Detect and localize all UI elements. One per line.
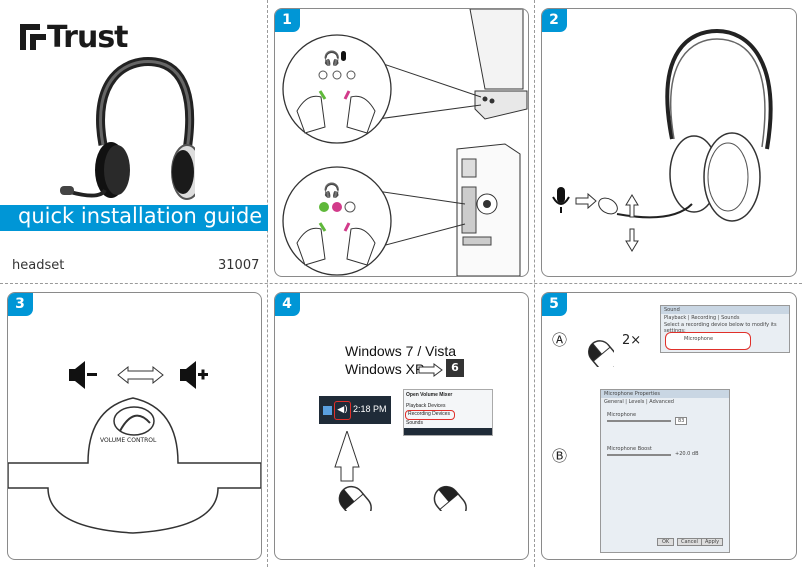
step-5-panel: 5 Ⓐ Ⓑ 2× Sound Playback | Recording | So… xyxy=(541,292,797,560)
step-4-panel: 4 Windows 7 / Vista Windows XP 6 ◀) 2:18… xyxy=(274,292,529,560)
network-icon xyxy=(323,406,332,415)
dialog-tabs: Playback | Recording | Sounds xyxy=(664,315,740,321)
headset-product-image xyxy=(60,57,195,200)
step-number: 3 xyxy=(8,293,33,316)
microphone-icon xyxy=(552,187,570,213)
menu-item[interactable]: Playback Devices xyxy=(406,403,446,409)
svg-text:🎧: 🎧 xyxy=(323,50,340,67)
volume-down-icon xyxy=(69,361,97,389)
step-ref-badge: 6 xyxy=(446,359,464,377)
step-b-label: Ⓑ xyxy=(552,447,568,465)
step-number: 5 xyxy=(542,293,567,316)
speaker-icon[interactable]: ◀) xyxy=(334,401,351,420)
menu-item[interactable]: Sounds xyxy=(406,420,423,426)
product-code: 31007 xyxy=(218,258,260,273)
fold-line-horizontal xyxy=(0,283,802,284)
level-value: 83 xyxy=(675,417,688,425)
os-label-win7: Windows 7 / Vista xyxy=(345,343,457,359)
step-number: 1 xyxy=(275,9,300,32)
product-name: headset xyxy=(12,258,65,273)
guide-title: quick installation guide xyxy=(18,204,263,228)
step-number: 2 xyxy=(542,9,567,32)
menu-item-recording[interactable]: Recording Devices xyxy=(408,411,450,417)
step-number: 4 xyxy=(275,293,300,316)
menu-item[interactable]: Open Volume Mixer xyxy=(406,392,453,398)
microphone-device-row[interactable]: Microphone xyxy=(665,332,751,350)
volume-control-illustration xyxy=(8,361,261,534)
apply-button[interactable]: Apply xyxy=(701,538,724,546)
tray-clock: 2:18 PM xyxy=(353,404,387,414)
volume-control-label: VOLUME CONTROL xyxy=(100,437,157,444)
step-3-panel: 3 VOLUME CONTROL xyxy=(7,292,262,560)
os-label-xp: Windows XP xyxy=(345,361,425,377)
step-2-panel: 2 xyxy=(541,8,797,277)
double-click-label: 2× xyxy=(622,333,642,348)
sound-dialog-thumbnail: Sound Playback | Recording | Sounds Sele… xyxy=(660,305,790,353)
taskbar-tray: ◀) 2:18 PM xyxy=(319,396,391,424)
trust-logo: Trust xyxy=(20,20,129,55)
step-a-label: Ⓐ xyxy=(552,331,568,349)
boost-value: +20.0 dB xyxy=(675,451,699,457)
step-1-panel: 1 🎧 🎧 xyxy=(274,8,529,277)
dialog-tabs: General | Levels | Advanced xyxy=(604,399,674,405)
mouse-icon xyxy=(588,340,614,367)
boost-label: Microphone Boost xyxy=(607,446,652,452)
tray-context-menu: Open Volume Mixer Playback Devices Recor… xyxy=(403,389,493,436)
connect-jacks-illustration: 🎧 🎧 xyxy=(282,9,528,276)
adjust-microphone-illustration xyxy=(552,28,773,252)
ok-button[interactable]: OK xyxy=(657,538,675,546)
svg-text:🎧: 🎧 xyxy=(323,182,340,199)
dialog-instruction: Select a recording device below to modif… xyxy=(664,322,777,334)
dialog-title: Microphone Properties xyxy=(601,390,729,398)
mic-properties-dialog: Microphone Properties General | Levels |… xyxy=(600,389,730,553)
dialog-title: Sound xyxy=(661,306,789,314)
level-label: Microphone xyxy=(607,412,637,418)
volume-up-icon xyxy=(180,361,208,389)
mouse-click-illustration xyxy=(334,431,467,511)
arrow-right-icon xyxy=(418,363,443,377)
cancel-button[interactable]: Cancel xyxy=(677,538,702,546)
guide-title-bar xyxy=(0,205,268,231)
